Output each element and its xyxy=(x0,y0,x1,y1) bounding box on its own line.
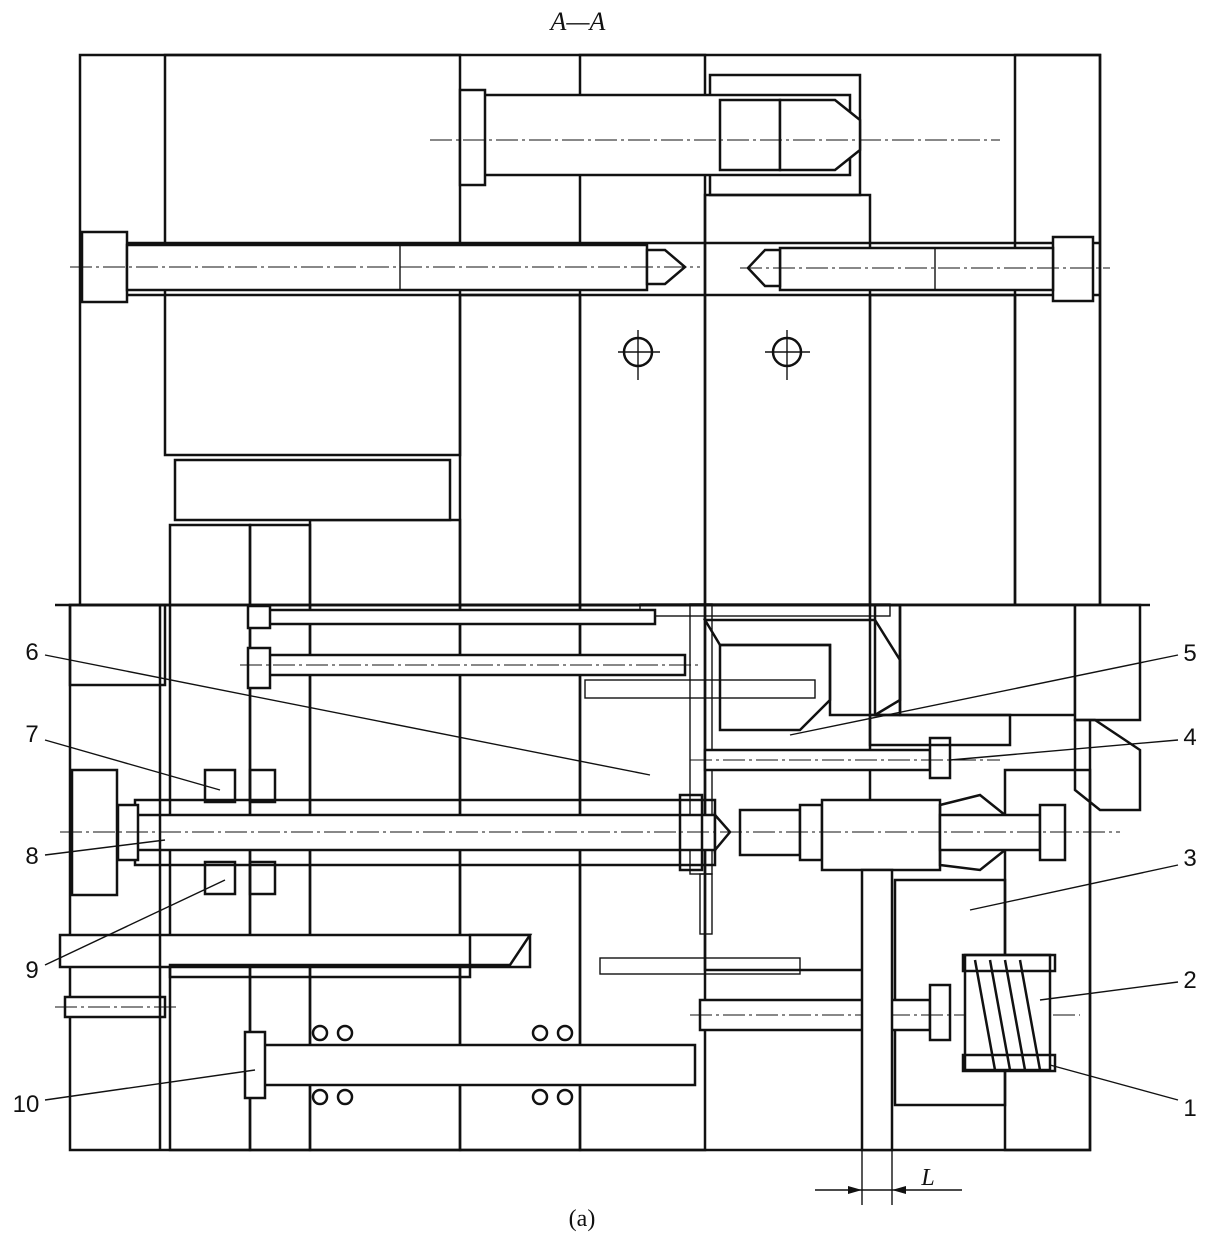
section-title: A—A xyxy=(549,7,606,36)
label-9: 9 xyxy=(25,957,38,984)
ejector-rod xyxy=(60,793,1120,872)
ejector-pins-upper xyxy=(240,604,700,690)
label-5: 5 xyxy=(1183,640,1196,667)
label-3: 3 xyxy=(1183,845,1196,872)
bottom-rod xyxy=(243,1024,697,1106)
label-2: 2 xyxy=(1183,967,1196,994)
label-8: 8 xyxy=(25,843,38,870)
dowel-pins xyxy=(618,330,810,380)
slide-block xyxy=(690,618,1012,780)
left-clamp xyxy=(70,768,119,897)
label-4: 4 xyxy=(1183,724,1196,751)
part-labels: 1 2 3 4 5 6 7 8 9 10 xyxy=(13,639,1197,1122)
label-10: 10 xyxy=(13,1091,40,1118)
spring xyxy=(961,953,1057,1073)
leader-lines xyxy=(44,654,1179,1101)
dimension-label: L xyxy=(920,1165,934,1191)
cooling-rings-upper xyxy=(584,679,816,975)
label-6: 6 xyxy=(25,639,38,666)
seal-rings xyxy=(203,768,277,896)
top-guide-pin xyxy=(430,73,1000,197)
label-7: 7 xyxy=(25,721,38,748)
lower-return-pin xyxy=(55,933,533,1019)
left-top-bolt xyxy=(70,230,700,304)
vertical-guide xyxy=(158,605,894,1205)
figure-caption: (a) xyxy=(569,1206,596,1232)
upper-pockets xyxy=(173,458,1142,812)
right-top-bolt xyxy=(740,235,1110,303)
dimension-L: L xyxy=(815,1165,962,1194)
label-1: 1 xyxy=(1183,1095,1196,1122)
